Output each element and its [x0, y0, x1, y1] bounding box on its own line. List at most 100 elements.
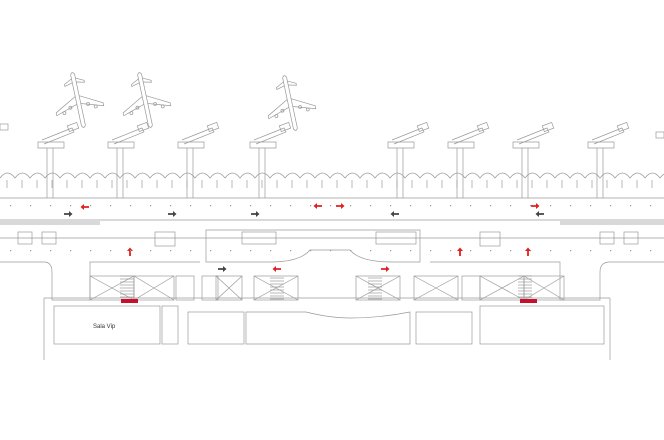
engine	[93, 104, 98, 109]
arrow-up-icon	[127, 247, 133, 256]
gate	[655, 131, 664, 139]
column-dot	[10, 250, 12, 252]
core-box	[461, 275, 481, 301]
column-dot	[290, 205, 292, 207]
column-dot	[210, 205, 212, 207]
concourse-lines	[0, 197, 664, 239]
building-edge	[43, 297, 611, 360]
engine	[160, 104, 165, 109]
column-dot	[490, 250, 492, 252]
fuselage	[70, 72, 86, 128]
jet-bridge-head	[0, 123, 9, 131]
arrow-right-icon	[218, 266, 227, 272]
elevator-core	[201, 275, 219, 301]
arrow-right-icon	[168, 211, 177, 217]
column-dot	[130, 205, 132, 207]
core-cross	[133, 275, 175, 301]
column-dot	[230, 250, 232, 252]
column-dot	[90, 250, 92, 252]
column-dot	[150, 250, 152, 252]
room	[154, 231, 176, 247]
column-dot	[370, 205, 372, 207]
column-dot	[290, 250, 292, 252]
column-dot	[570, 250, 572, 252]
moving-walkway	[0, 221, 664, 225]
jet-bridge-head	[206, 122, 220, 132]
wings	[267, 98, 317, 120]
tail	[64, 77, 85, 87]
column-dot	[170, 205, 172, 207]
arrow-left-icon	[390, 211, 399, 217]
column-dot	[110, 250, 112, 252]
arrow-shape	[313, 203, 322, 209]
column-dot	[210, 250, 212, 252]
core-cross	[479, 275, 525, 301]
elevator-core	[253, 275, 299, 301]
flow-arrows	[10, 203, 652, 272]
central-hall-lower	[245, 311, 411, 345]
jet-bridge-column	[249, 141, 277, 198]
elevator-core	[413, 275, 459, 301]
engine	[298, 105, 302, 109]
jet-bridge-head	[541, 122, 555, 132]
column-dot	[410, 205, 412, 207]
gate	[37, 122, 80, 198]
core-cross	[413, 275, 459, 301]
room-label-sala-vip: Sala Vip	[93, 324, 116, 330]
column-dot	[310, 250, 312, 252]
room	[17, 231, 33, 245]
core-cross	[89, 275, 135, 301]
gate	[587, 122, 630, 198]
column-dot	[650, 205, 652, 207]
jet-bridge-column	[512, 141, 540, 198]
wings	[122, 95, 172, 117]
arrow-shape	[525, 247, 531, 256]
column-dot	[50, 205, 52, 207]
canopy-wave	[0, 172, 664, 179]
room	[187, 311, 245, 345]
engine	[135, 105, 140, 110]
column-dot	[390, 205, 392, 207]
elevator-core	[215, 275, 243, 301]
engine	[153, 102, 157, 106]
jet-bridge-head	[136, 122, 150, 132]
terminal-structure: Sala Vip	[0, 197, 664, 360]
elevator-core	[355, 275, 401, 301]
lower-outline	[0, 261, 664, 301]
column-dot	[170, 250, 172, 252]
room	[623, 231, 639, 245]
column-dot	[510, 205, 512, 207]
column-dot	[150, 205, 152, 207]
column-dot	[230, 205, 232, 207]
column-dot	[490, 205, 492, 207]
column-dot	[590, 205, 592, 207]
room	[161, 305, 179, 345]
column-dot	[330, 250, 332, 252]
airplane-icon	[55, 72, 105, 128]
engine	[129, 111, 134, 115]
arrow-right-icon	[531, 203, 540, 209]
core-cross	[253, 275, 299, 301]
column-dot	[630, 205, 632, 207]
column-dot	[110, 205, 112, 207]
arrow-up-icon	[457, 247, 463, 256]
elevator-core	[479, 275, 525, 301]
gate	[0, 123, 9, 131]
column-dot	[350, 205, 352, 207]
core-box	[175, 275, 195, 301]
gate	[107, 122, 150, 198]
column-dot	[510, 250, 512, 252]
jet-bridge-head	[416, 122, 430, 132]
column-dot	[270, 205, 272, 207]
engine	[280, 108, 285, 113]
arrow-shape	[457, 247, 463, 256]
arrow-shape	[336, 203, 345, 209]
core-box	[215, 275, 243, 301]
column-dot	[590, 250, 592, 252]
column-dot	[610, 205, 612, 207]
column-dot	[90, 205, 92, 207]
airplane-icon	[267, 75, 317, 131]
tail	[276, 80, 297, 90]
boarding-gates	[0, 122, 664, 198]
